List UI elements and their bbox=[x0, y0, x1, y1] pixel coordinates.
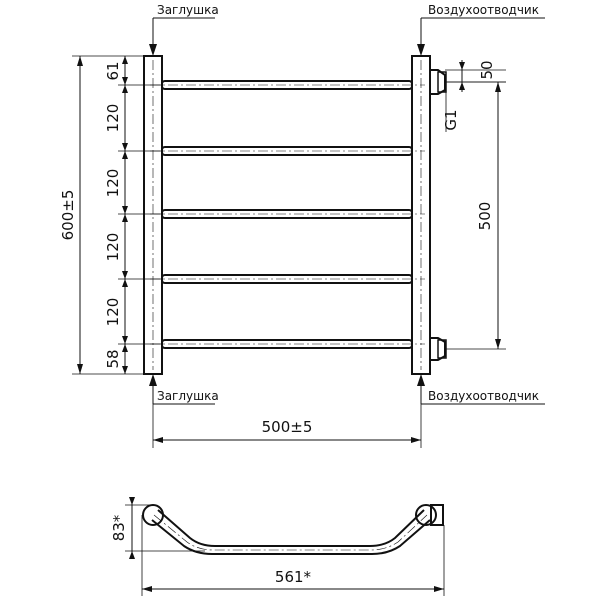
plug-top-callout: Заглушка bbox=[149, 3, 219, 56]
spacing-1-value: 120 bbox=[104, 104, 122, 133]
top-connection-fitting bbox=[430, 69, 447, 95]
total-height-value: 600±5 bbox=[59, 190, 77, 241]
top-view: 83* 561* bbox=[110, 497, 445, 596]
vent-top-label: Воздухоотводчик bbox=[428, 3, 539, 17]
vent-bottom-callout: Воздухоотводчик bbox=[417, 374, 545, 405]
left-end-cap bbox=[142, 504, 164, 526]
rung bbox=[150, 209, 425, 219]
depth-dimension: 83* bbox=[110, 497, 205, 559]
center-distance-dimension: 500 bbox=[445, 81, 506, 350]
thread-value: G1 bbox=[442, 109, 460, 130]
rung bbox=[150, 80, 425, 90]
front-view: Заглушка Воздухоотводчик Заглушка Воздух… bbox=[59, 3, 545, 448]
vent-bottom-label: Воздухоотводчик bbox=[428, 389, 539, 403]
plug-bottom-label: Заглушка bbox=[157, 389, 219, 403]
spacing-4-value: 120 bbox=[104, 298, 122, 327]
right-end-cap bbox=[415, 504, 437, 526]
rung bbox=[150, 274, 425, 284]
spacing-chain-dimension: 61 120 120 120 120 58 bbox=[104, 56, 162, 374]
top-view-rail bbox=[157, 509, 425, 547]
center-distance-value: 500 bbox=[476, 202, 494, 231]
bottom-connection-fitting bbox=[430, 337, 447, 361]
total-width-dimension: 561* bbox=[141, 515, 445, 596]
fitting-offset-value: 50 bbox=[478, 60, 496, 79]
vent-top-callout: Воздухоотводчик bbox=[417, 3, 545, 56]
width-dimension: 500±5 bbox=[152, 404, 422, 448]
spacing-3-value: 120 bbox=[104, 233, 122, 262]
right-end-fitting bbox=[430, 504, 444, 526]
spacing-bottom-value: 58 bbox=[104, 349, 122, 368]
spacing-top-value: 61 bbox=[104, 61, 122, 80]
width-value: 500±5 bbox=[262, 418, 313, 436]
plug-bottom-callout: Заглушка bbox=[149, 374, 219, 405]
rung bbox=[150, 339, 425, 349]
spacing-2-value: 120 bbox=[104, 169, 122, 198]
total-height-dimension: 600±5 bbox=[59, 55, 144, 375]
total-width-value: 561* bbox=[275, 568, 312, 586]
thread-callout: G1 bbox=[442, 82, 460, 132]
rung bbox=[150, 146, 425, 156]
depth-value: 83* bbox=[110, 514, 128, 541]
plug-top-label: Заглушка bbox=[157, 3, 219, 17]
